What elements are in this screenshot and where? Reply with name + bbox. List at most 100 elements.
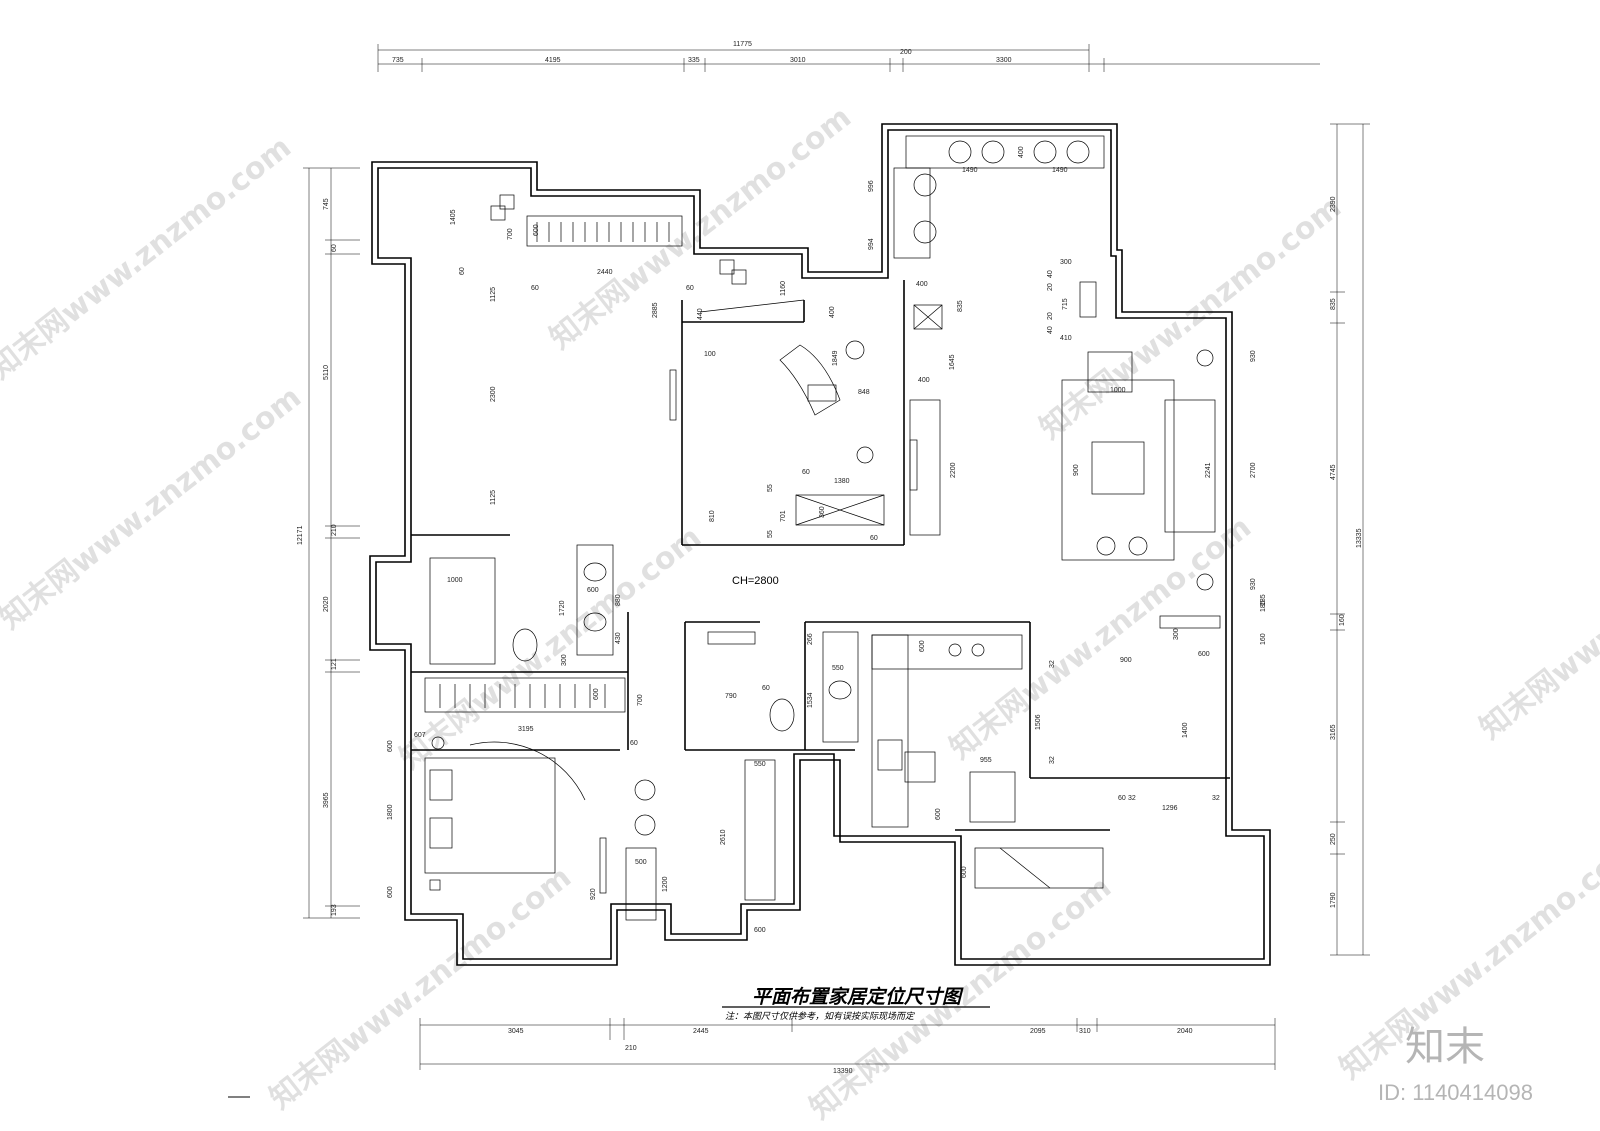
dim-top-seg: 335: [688, 57, 700, 64]
dim-label: 60: [870, 535, 878, 542]
desk: [779, 344, 841, 416]
dim-label: 920: [590, 888, 597, 900]
dim-label: 1800: [387, 804, 394, 820]
dim-right-seg: 250: [1330, 833, 1337, 845]
dim-left-seg: 60: [331, 244, 338, 252]
dim-label: 400: [916, 281, 928, 288]
dim-label: 400: [1018, 146, 1025, 158]
dim-label: 500: [635, 859, 647, 866]
dim-label: 32: [1049, 756, 1056, 764]
dim-label: 900: [1073, 464, 1080, 476]
dim-label: 700: [507, 228, 514, 240]
image-id: ID: 1140414098: [1378, 1080, 1533, 1105]
dim-label: 440: [697, 308, 704, 320]
dim-right-seg: 3165: [1330, 724, 1337, 740]
burner-icon: [948, 643, 962, 657]
plant-icon: [1066, 140, 1090, 164]
watermark-text: 知末网www.znzmo.com: [943, 510, 1258, 767]
dim-label: 40: [1047, 326, 1054, 334]
sink: [877, 739, 903, 771]
dim-label: 185: [1260, 594, 1267, 606]
dim-label: 32: [1128, 795, 1136, 802]
dim-label: 55: [767, 484, 774, 492]
dim-label: 1400: [1182, 722, 1189, 738]
dim-label: 410: [1060, 335, 1072, 342]
watermark-text: 知末网www.znzmo.com: [0, 380, 308, 637]
dim-label: 266: [807, 633, 814, 645]
dim-label: 600: [533, 224, 540, 236]
bottom-dimension-chain: 3045 210 2445 2095 310 2040 13390: [419, 1018, 1276, 1075]
round-rug: [469, 741, 586, 801]
dim-label: 1490: [962, 167, 978, 174]
dim-bottom-seg: 310: [1079, 1028, 1091, 1035]
plant-icon: [634, 779, 656, 801]
dim-left-seg: 121: [331, 658, 338, 670]
dim-label: 700: [637, 694, 644, 706]
cabinet: [1079, 281, 1097, 318]
phone-icon: [429, 879, 441, 891]
sink: [828, 680, 852, 700]
counter: [974, 847, 1104, 889]
burner-icon: [971, 643, 985, 657]
dim-right-seg: 835: [1330, 298, 1337, 310]
dim-label: 955: [980, 757, 992, 764]
furniture: [424, 135, 1221, 921]
dim-label: 848: [858, 389, 870, 396]
dim-label: 55: [767, 530, 774, 538]
kitchen-counter: [871, 634, 909, 828]
plant-icon: [913, 220, 937, 244]
shoe-cabinet: [744, 759, 776, 901]
dim-label: 1534: [807, 692, 814, 708]
ceiling-height-label: CH=2800: [732, 575, 779, 587]
dim-label: 550: [832, 665, 844, 672]
dim-label: 1000: [1110, 387, 1126, 394]
dim-label: 996: [868, 180, 875, 192]
dim-label: 1645: [949, 354, 956, 370]
dim-label: 20: [1047, 283, 1054, 291]
dim-label: 1405: [450, 209, 457, 225]
dim-label: 1200: [662, 876, 669, 892]
drawing-note: 注：本图尺寸仅供参考，如有误按实际现场而定: [725, 1011, 915, 1022]
dim-label: 2300: [490, 386, 497, 402]
kitchen-counter: [871, 634, 1023, 670]
dim-label: 2241: [1205, 462, 1212, 478]
chair: [490, 205, 506, 221]
dim-label: 60: [630, 740, 638, 747]
dim-label: 880: [615, 594, 622, 606]
dim-label: 600: [587, 587, 599, 594]
dim-label: 60: [531, 285, 539, 292]
sink: [583, 562, 607, 582]
dim-bottom-seg: 2095: [1030, 1028, 1046, 1035]
dim-label: 60: [802, 469, 810, 476]
dim-label: 60: [762, 685, 770, 692]
dim-label: 400: [829, 306, 836, 318]
pillow: [429, 769, 453, 801]
dim-bottom-seg: 210: [625, 1045, 637, 1052]
dim-label: 790: [725, 693, 737, 700]
pillow: [429, 817, 453, 849]
lamp-icon: [1196, 349, 1214, 367]
shelf: [707, 631, 756, 645]
lamp-icon: [1196, 573, 1214, 591]
dim-label: 600: [1198, 651, 1210, 658]
dim-bottom-seg: 3045: [508, 1028, 524, 1035]
dim-label: 994: [868, 238, 875, 250]
stool: [1096, 536, 1116, 556]
dim-label: 930: [1250, 350, 1257, 362]
armchair: [1087, 351, 1133, 393]
dim-label: 60: [686, 285, 694, 292]
dim-top-seg: 200: [900, 49, 912, 56]
tv-cabinet: [909, 399, 941, 536]
plant-icon: [1033, 140, 1057, 164]
drawing-title: 平面布置家居定位尺寸图: [752, 986, 964, 1008]
dim-top-seg: 3010: [790, 57, 806, 64]
top-dimension-chain: 11775 735 4195 335 3010 200 3300: [377, 41, 1320, 72]
cabinet: [625, 847, 657, 921]
dim-label: 810: [709, 510, 716, 522]
dim-label: 600: [919, 640, 926, 652]
dim-label: 400: [918, 377, 930, 384]
dim-label: 715: [1062, 298, 1069, 310]
dim-label: 300: [1173, 628, 1180, 640]
dim-left-seg: 210: [331, 524, 338, 536]
